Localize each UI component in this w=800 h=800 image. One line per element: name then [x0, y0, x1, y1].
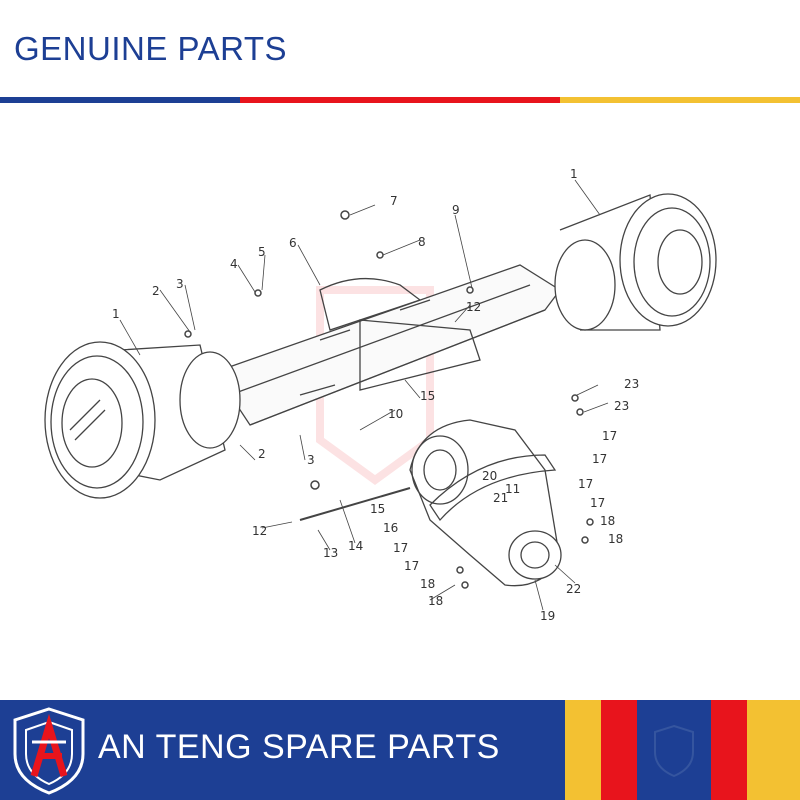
callout-labels: 1 1 2 2 3 3 4 5 6 7 8 9 10 11 12 12 13 1… — [112, 167, 639, 623]
svg-text:13: 13 — [323, 546, 338, 560]
svg-text:19: 19 — [540, 609, 555, 623]
axle-housing — [213, 264, 561, 426]
svg-text:23: 23 — [614, 399, 629, 413]
footer-bar-yellow — [565, 700, 601, 800]
svg-text:21: 21 — [493, 491, 508, 505]
svg-text:18: 18 — [420, 577, 435, 591]
company-name: AN TENG SPARE PARTS — [98, 728, 500, 766]
footer-bar-red — [601, 700, 637, 800]
right-wheel-hub — [554, 193, 717, 331]
svg-text:18: 18 — [428, 594, 443, 608]
svg-text:17: 17 — [393, 541, 408, 555]
axle-drawing: 1 1 2 2 3 3 4 5 6 7 8 9 10 11 12 12 13 1… — [44, 167, 717, 623]
svg-text:17: 17 — [590, 496, 605, 510]
svg-text:12: 12 — [252, 524, 267, 538]
svg-text:3: 3 — [176, 277, 184, 291]
differential-assembly — [359, 319, 562, 587]
left-wheel-hub — [44, 341, 241, 499]
page-title: GENUINE PARTS — [14, 30, 287, 67]
leader-lines — [119, 179, 609, 611]
svg-text:8: 8 — [418, 235, 426, 249]
svg-text:3: 3 — [307, 453, 315, 467]
svg-text:2: 2 — [258, 447, 266, 461]
footer-banner: AN TENG SPARE PARTS — [0, 700, 800, 800]
svg-text:5: 5 — [258, 245, 266, 259]
svg-text:1: 1 — [112, 307, 120, 321]
svg-text:15: 15 — [420, 389, 435, 403]
diagram-watermark-icon — [316, 286, 434, 485]
svg-text:17: 17 — [404, 559, 419, 573]
svg-text:4: 4 — [230, 257, 238, 271]
stripe-blue — [0, 97, 240, 103]
svg-text:1: 1 — [570, 167, 578, 181]
header: GENUINE PARTS — [0, 0, 800, 104]
svg-text:2: 2 — [152, 284, 160, 298]
stripe-yellow — [560, 97, 800, 103]
svg-text:20: 20 — [482, 469, 497, 483]
an-teng-shield-logo-icon — [13, 707, 85, 795]
svg-text:22: 22 — [566, 582, 581, 596]
svg-text:17: 17 — [602, 429, 617, 443]
svg-text:23: 23 — [624, 377, 639, 391]
svg-text:15: 15 — [370, 502, 385, 516]
shield-watermark-icon — [654, 724, 694, 778]
footer-bar-blue — [637, 700, 711, 800]
axle-exploded-diagram: 1 1 2 2 3 3 4 5 6 7 8 9 10 11 12 12 13 1… — [0, 104, 800, 700]
svg-text:9: 9 — [452, 203, 460, 217]
svg-text:12: 12 — [466, 300, 481, 314]
stripe-red — [240, 97, 560, 103]
svg-text:10: 10 — [388, 407, 403, 421]
svg-text:6: 6 — [289, 236, 297, 250]
svg-text:18: 18 — [608, 532, 623, 546]
footer-bar-red-2 — [711, 700, 747, 800]
svg-text:17: 17 — [578, 477, 593, 491]
svg-text:14: 14 — [348, 539, 363, 553]
svg-text:16: 16 — [383, 521, 398, 535]
footer-bar-yellow-2 — [747, 700, 800, 800]
svg-text:17: 17 — [592, 452, 607, 466]
svg-text:11: 11 — [505, 482, 520, 496]
svg-text:18: 18 — [600, 514, 615, 528]
svg-text:7: 7 — [390, 194, 398, 208]
